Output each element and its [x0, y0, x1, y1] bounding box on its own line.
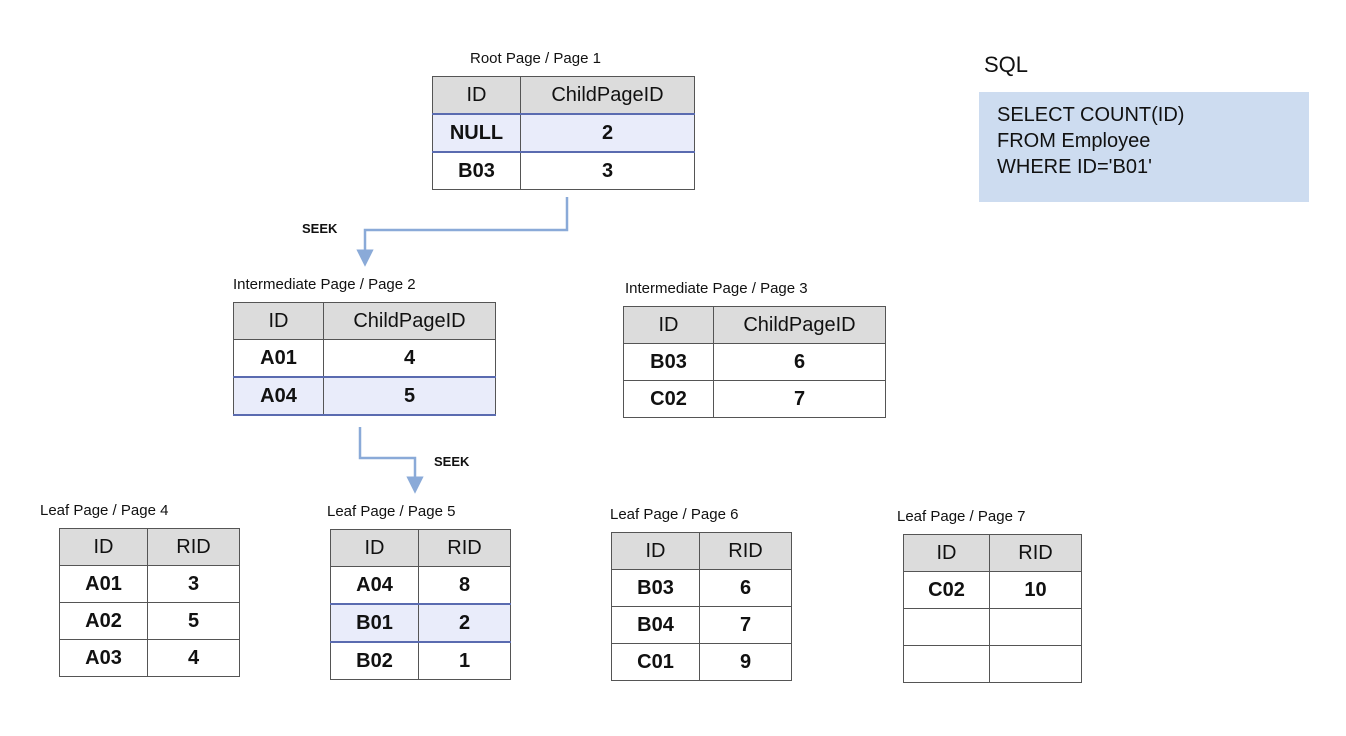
cell-id: A03 [59, 639, 148, 677]
table-row-highlighted: NULL 2 [432, 113, 695, 153]
table-header-row: ID ChildPageID [623, 306, 886, 344]
header-rid: RID [699, 532, 792, 570]
cell-id: A04 [233, 376, 324, 416]
cell-rid [989, 608, 1082, 646]
root-page-table: ID ChildPageID NULL 2 B03 3 [432, 76, 695, 190]
table-row: A02 5 [59, 602, 240, 640]
header-child-page-id: ChildPageID [323, 302, 496, 340]
leaf-page-5-table: ID RID A04 8 B01 2 B02 1 [330, 529, 511, 680]
seek-arrow-page2-to-page5 [358, 427, 424, 494]
cell-rid: 8 [418, 566, 511, 605]
table-row: A01 3 [59, 565, 240, 603]
table-row [903, 608, 1082, 646]
cell-id: B02 [330, 641, 419, 680]
table-header-row: ID RID [611, 532, 792, 570]
cell-rid: 5 [147, 602, 240, 640]
cell-rid: 10 [989, 571, 1082, 609]
cell-id [903, 645, 990, 683]
sql-line: SELECT COUNT(ID) [997, 104, 1185, 126]
cell-rid: 1 [418, 641, 511, 680]
cell-id: A04 [330, 566, 419, 605]
cell-rid: 4 [147, 639, 240, 677]
table-header-row: ID RID [59, 528, 240, 566]
cell-child-page-id: 3 [520, 151, 695, 190]
leaf-page-4-caption: Leaf Page / Page 4 [40, 502, 169, 519]
table-row: A01 4 [233, 339, 496, 378]
table-header-row: ID RID [903, 534, 1082, 572]
table-row [903, 645, 1082, 683]
cell-id: A01 [59, 565, 148, 603]
header-id: ID [330, 529, 419, 567]
header-rid: RID [147, 528, 240, 566]
cell-rid: 6 [699, 569, 792, 607]
cell-id: B03 [611, 569, 700, 607]
header-id: ID [59, 528, 148, 566]
table-row: B03 3 [432, 151, 695, 190]
leaf-page-6-caption: Leaf Page / Page 6 [610, 506, 739, 523]
leaf-page-6-table: ID RID B03 6 B04 7 C01 9 [611, 532, 792, 681]
table-header-row: ID ChildPageID [233, 302, 496, 340]
cell-child-page-id: 5 [323, 376, 496, 416]
cell-rid: 2 [418, 603, 511, 643]
intermediate-page-3-table: ID ChildPageID B03 6 C02 7 [623, 306, 886, 418]
leaf-page-5-caption: Leaf Page / Page 5 [327, 503, 456, 520]
table-header-row: ID RID [330, 529, 511, 567]
intermediate-page-2-caption: Intermediate Page / Page 2 [233, 276, 416, 293]
sql-query-box: SELECT COUNT(ID) FROM Employee WHERE ID=… [979, 92, 1309, 202]
table-row: B04 7 [611, 606, 792, 644]
table-row: A04 8 [330, 566, 511, 605]
cell-child-page-id: 6 [713, 343, 886, 381]
cell-rid [989, 645, 1082, 683]
cell-child-page-id: 2 [520, 113, 695, 153]
header-child-page-id: ChildPageID [520, 76, 695, 115]
sql-line: WHERE ID='B01' [997, 156, 1152, 178]
cell-id: B03 [623, 343, 714, 381]
header-id: ID [611, 532, 700, 570]
leaf-page-7-caption: Leaf Page / Page 7 [897, 508, 1026, 525]
cell-id: B01 [330, 603, 419, 643]
cell-rid: 7 [699, 606, 792, 644]
cell-rid: 9 [699, 643, 792, 681]
cell-id: NULL [432, 113, 521, 153]
cell-id: C02 [623, 380, 714, 418]
cell-id [903, 608, 990, 646]
cell-child-page-id: 4 [323, 339, 496, 378]
table-row: B02 1 [330, 641, 511, 680]
header-rid: RID [418, 529, 511, 567]
intermediate-page-3-caption: Intermediate Page / Page 3 [625, 280, 808, 297]
leaf-page-7-table: ID RID C02 10 [903, 534, 1082, 683]
cell-rid: 3 [147, 565, 240, 603]
cell-id: C02 [903, 571, 990, 609]
sql-line: FROM Employee [997, 130, 1151, 152]
intermediate-page-2-table: ID ChildPageID A01 4 A04 5 [233, 302, 496, 416]
cell-id: B04 [611, 606, 700, 644]
cell-id: B03 [432, 151, 521, 190]
table-row: B03 6 [623, 343, 886, 381]
table-row-highlighted: A04 5 [233, 376, 496, 416]
seek-label-2: SEEK [434, 454, 470, 469]
table-row: C01 9 [611, 643, 792, 681]
table-row-highlighted: B01 2 [330, 603, 511, 643]
cell-id: A01 [233, 339, 324, 378]
header-id: ID [623, 306, 714, 344]
root-page-caption: Root Page / Page 1 [470, 50, 601, 67]
header-id: ID [432, 76, 521, 115]
table-header-row: ID ChildPageID [432, 76, 695, 115]
header-id: ID [233, 302, 324, 340]
cell-id: C01 [611, 643, 700, 681]
header-child-page-id: ChildPageID [713, 306, 886, 344]
table-row: B03 6 [611, 569, 792, 607]
cell-child-page-id: 7 [713, 380, 886, 418]
header-id: ID [903, 534, 990, 572]
header-rid: RID [989, 534, 1082, 572]
seek-arrow-root-to-page2 [356, 197, 569, 267]
cell-id: A02 [59, 602, 148, 640]
table-row: C02 7 [623, 380, 886, 418]
sql-title: SQL [984, 52, 1029, 77]
seek-label-1: SEEK [302, 221, 338, 236]
leaf-page-4-table: ID RID A01 3 A02 5 A03 4 [59, 528, 240, 677]
table-row: C02 10 [903, 571, 1082, 609]
table-row: A03 4 [59, 639, 240, 677]
